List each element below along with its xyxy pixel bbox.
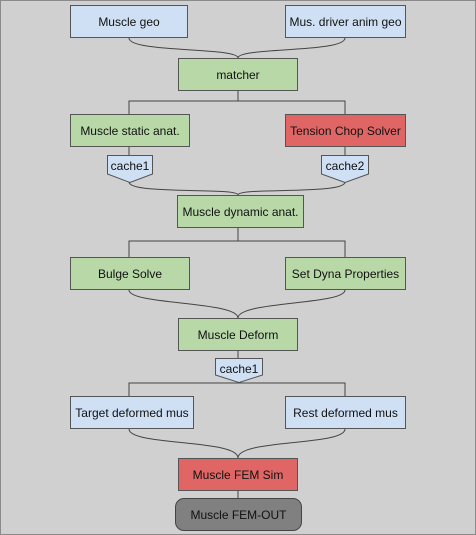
edge-cache1-dynamic [128, 181, 239, 196]
node-cache1-b: cache1 [215, 358, 263, 383]
cache1-b-label: cache1 [219, 362, 259, 376]
edge-rest-femsim [237, 428, 346, 459]
node-muscle-geo: Muscle geo [70, 5, 188, 38]
cache-shape [107, 155, 153, 183]
node-muscle-deform: Muscle Deform [178, 318, 298, 351]
cache-shape [215, 358, 263, 383]
node-mus-driver-anim-geo: Mus. driver anim geo [285, 5, 406, 38]
cache1-a-label: cache1 [110, 159, 150, 173]
edge-driver-geo-matcher [237, 37, 346, 59]
node-muscle-fem-out: Muscle FEM-OUT [175, 498, 302, 531]
node-rest-deformed-mus: Rest deformed mus [285, 396, 406, 429]
edge-cache2-dynamic [237, 181, 346, 196]
cache2-label: cache2 [325, 159, 365, 173]
cache-shape [321, 155, 369, 183]
node-target-deformed-mus: Target deformed mus [70, 396, 194, 429]
node-muscle-fem-sim: Muscle FEM Sim [178, 458, 298, 491]
edge-dynamic-split [128, 228, 346, 257]
edge-matcher-split [128, 91, 346, 114]
edge-target-femsim [128, 428, 239, 459]
node-muscle-dynamic-anat: Muscle dynamic anat. [177, 195, 304, 228]
edge-cache1-split [128, 382, 346, 396]
node-matcher: matcher [178, 58, 298, 91]
edge-bulge-deform [128, 289, 239, 319]
node-cache2: cache2 [321, 155, 369, 183]
edge-muscle-geo-matcher [128, 37, 239, 59]
node-cache1-a: cache1 [107, 155, 153, 183]
node-tension-chop-solver: Tension Chop Solver [285, 114, 406, 147]
node-bulge-solve: Bulge Solve [70, 257, 190, 290]
node-set-dyna-properties: Set Dyna Properties [285, 257, 406, 290]
node-muscle-static-anat: Muscle static anat. [70, 114, 190, 147]
edge-dyna-deform [237, 289, 346, 319]
